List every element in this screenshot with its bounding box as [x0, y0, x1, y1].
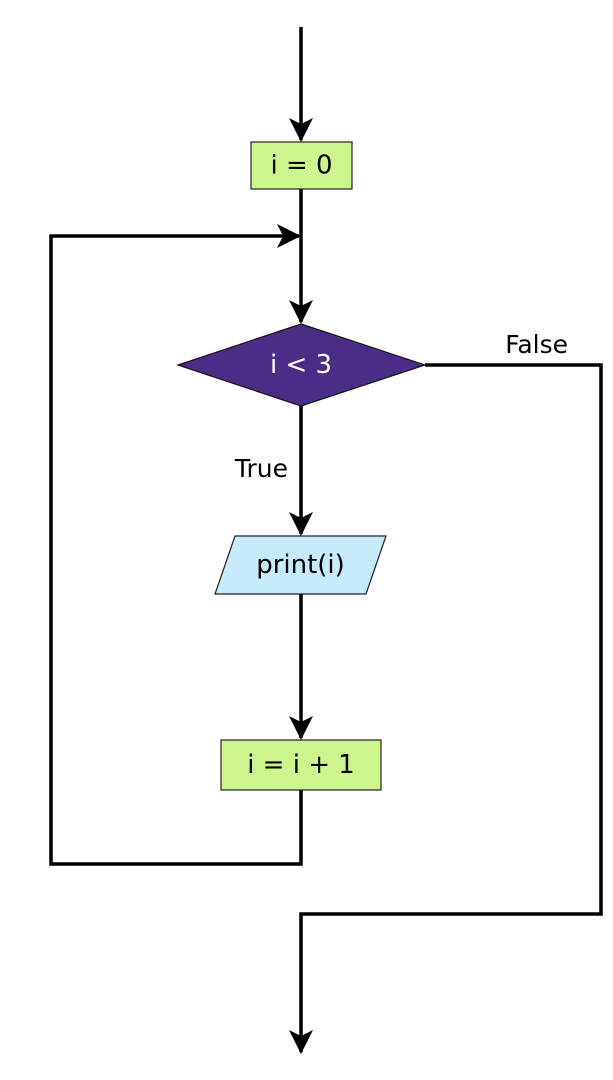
- true-label: True: [234, 454, 288, 483]
- edge-loop-back: [49, 224, 303, 866]
- node-output: print(i): [214, 535, 387, 595]
- node-init: i = 0: [250, 141, 353, 190]
- node-output-text: print(i): [256, 550, 345, 580]
- node-condition-text: i < 3: [270, 350, 332, 380]
- node-increment: i = i + 1: [220, 739, 382, 791]
- node-condition: i < 3: [176, 323, 427, 407]
- process-box: [220, 739, 382, 791]
- process-box: [250, 141, 353, 190]
- edge-false: [289, 363, 603, 1054]
- io-parallelogram: [214, 535, 387, 595]
- false-label: False: [505, 330, 568, 359]
- decision-diamond: [176, 323, 427, 407]
- node-increment-text: i = i + 1: [247, 750, 355, 780]
- node-init-text: i = 0: [270, 151, 332, 181]
